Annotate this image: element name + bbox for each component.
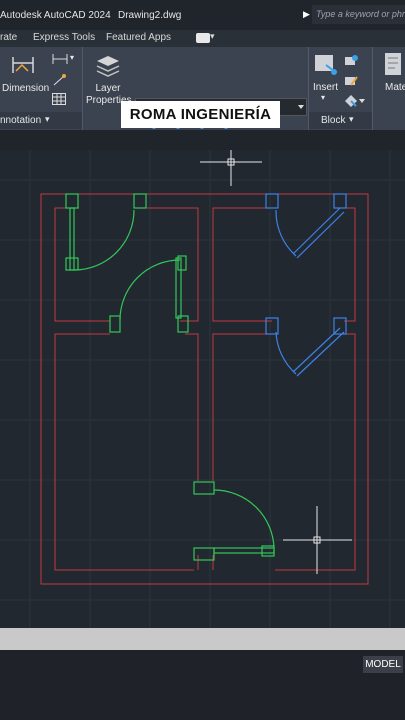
- wall-segment: [54, 207, 110, 322]
- ribbon-tabs: rate Express Tools Featured Apps ▾: [0, 30, 405, 47]
- create-block-icon[interactable]: [343, 53, 359, 72]
- panel-divider: [372, 47, 373, 130]
- insert-label[interactable]: Insert: [313, 82, 339, 93]
- dimension-label[interactable]: Dimension: [2, 83, 50, 94]
- chevron-down-icon[interactable]: ▾: [70, 53, 75, 62]
- block-attribute-icon[interactable]: [343, 93, 365, 112]
- wall-segment: [344, 207, 356, 322]
- watermark-label: ROMA INGENIERÍA: [121, 101, 280, 128]
- wall-segment: [185, 333, 199, 481]
- wall-segment: [212, 207, 272, 322]
- outer-wall-outer: [40, 193, 369, 585]
- edit-block-icon[interactable]: [343, 73, 359, 92]
- chevron-down-icon[interactable]: ▾: [45, 114, 50, 124]
- wall-segment: [212, 333, 272, 481]
- layer-properties-label[interactable]: Layer Properties: [86, 83, 132, 106]
- status-bar: [0, 650, 405, 720]
- panel-divider: [82, 47, 83, 130]
- wall-segment: [54, 333, 194, 571]
- drawing-canvas[interactable]: [0, 150, 405, 628]
- material-properties-label[interactable]: Mate Proper: [385, 82, 405, 93]
- tab-generate[interactable]: rate: [0, 32, 18, 43]
- material-icon[interactable]: [383, 51, 405, 82]
- search-arrow-icon[interactable]: ▶: [303, 9, 310, 19]
- doors-blue: [265, 193, 347, 377]
- wall-segment: [147, 207, 199, 322]
- insert-block-icon[interactable]: [312, 51, 338, 82]
- app-title: Autodesk AutoCAD 2024: [0, 10, 111, 21]
- walls: [40, 193, 369, 585]
- command-line[interactable]: [0, 628, 405, 650]
- leader-icon[interactable]: [52, 73, 68, 90]
- title-bar: Autodesk AutoCAD 2024 Drawing2.dwg ▶ Typ…: [0, 0, 405, 30]
- block-panel-bar[interactable]: Block ▾: [309, 112, 372, 129]
- chevron-down-icon[interactable]: ▾: [210, 31, 215, 41]
- tab-featured-apps[interactable]: Featured Apps: [106, 32, 172, 43]
- tab-extra-icon[interactable]: [196, 33, 210, 43]
- panel-divider: [308, 47, 309, 130]
- ribbon-canvas-gap: [0, 130, 405, 150]
- file-title: Drawing2.dwg: [118, 10, 182, 21]
- annotation-panel-label[interactable]: nnotation: [0, 115, 42, 126]
- linear-dim-icon[interactable]: [52, 53, 68, 68]
- wall-segment: [275, 333, 356, 571]
- grid: [0, 150, 405, 628]
- chevron-down-icon[interactable]: ▾: [349, 114, 354, 124]
- crosshair-cursor: [200, 150, 262, 186]
- annotation-panel-bar[interactable]: nnotation ▾: [0, 112, 82, 129]
- search-input[interactable]: Type a keyword or phrase: [312, 5, 405, 24]
- table-icon[interactable]: [52, 93, 66, 108]
- layer-properties-icon[interactable]: [95, 53, 121, 82]
- doors-green: [65, 193, 275, 561]
- dimension-icon[interactable]: [10, 53, 36, 80]
- model-tab[interactable]: MODEL: [363, 656, 403, 673]
- chevron-down-icon[interactable]: ▾: [321, 93, 326, 102]
- crosshair-cursor: [283, 506, 352, 574]
- block-panel-label[interactable]: Block: [321, 115, 346, 126]
- tab-express-tools[interactable]: Express Tools: [33, 32, 96, 43]
